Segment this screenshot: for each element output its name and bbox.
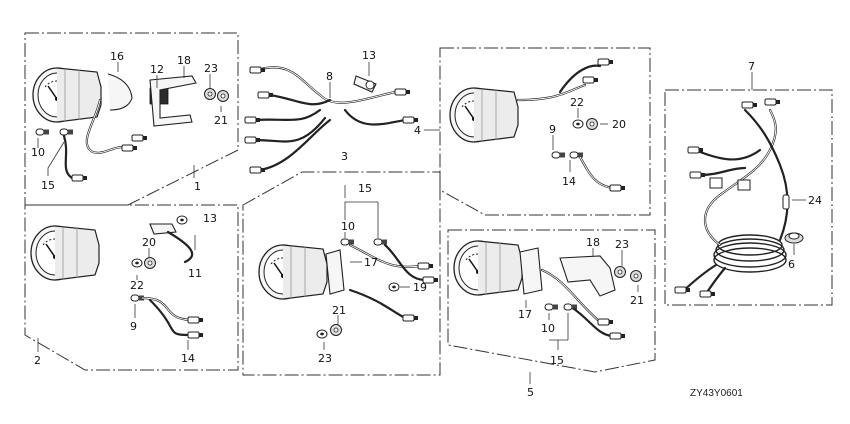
callout-19-panel3: 19 [413,281,427,294]
callout-13-top: 13 [362,49,376,62]
callout-18-panel1: 18 [177,54,191,67]
callout-13-panel2: 13 [203,212,217,225]
callout-10-panel5: 10 [541,322,555,335]
callout-20-panel2: 20 [142,236,156,249]
callout-14-panel2: 14 [181,352,195,365]
callout-2: 2 [34,354,41,367]
callout-20-panel4: 20 [612,118,626,131]
harness-8 [244,62,419,174]
callout-21-panel3: 21 [332,304,346,317]
callout-9-panel4: 9 [549,123,556,136]
callout-5: 5 [527,386,534,399]
callout-23-panel1: 23 [204,62,218,75]
callout-21-panel5: 21 [630,294,644,307]
callout-23-panel5: 23 [615,238,629,251]
callout-15-panel3: 15 [358,182,372,195]
callout-16-panel1: 16 [110,50,124,63]
callout-10-panel3: 10 [341,220,355,233]
callout-15-panel5: 15 [550,354,564,367]
assembly-panel-4 [424,47,651,216]
assembly-panel-7 [664,72,833,306]
callout-22-panel4: 22 [570,96,584,109]
drawing-code: ZY43Y0601 [690,388,743,399]
callout-10-panel1: 10 [31,146,45,159]
callout-15-panel1: 15 [41,179,55,192]
callout-9-panel2: 9 [130,320,137,333]
callout-8: 8 [326,70,333,83]
callout-1: 1 [194,180,201,193]
callout-4: 4 [414,124,421,137]
callout-18-panel5: 18 [586,236,600,249]
callout-12-panel1: 12 [150,63,164,76]
assembly-panel-5 [447,229,656,384]
assembly-panel-1 [24,32,239,206]
callout-24-panel7: 24 [808,194,822,207]
callout-labels: 1 2 3 4 5 6 7 8 16 18 12 23 21 10 15 13 … [31,49,822,399]
callout-17-panel3: 17 [364,256,378,269]
callout-11-panel2: 11 [188,267,202,280]
callout-22-panel2: 22 [130,279,144,292]
assembly-panel-3 [242,171,441,376]
callout-3: 3 [341,150,348,163]
assembly-panel-2 [24,204,239,371]
callout-17-panel5: 17 [518,308,532,321]
callout-23-panel3: 23 [318,352,332,365]
callout-7: 7 [748,60,755,73]
callout-14-panel4: 14 [562,175,576,188]
callout-6: 6 [788,258,795,271]
callout-21-panel1: 21 [214,114,228,127]
